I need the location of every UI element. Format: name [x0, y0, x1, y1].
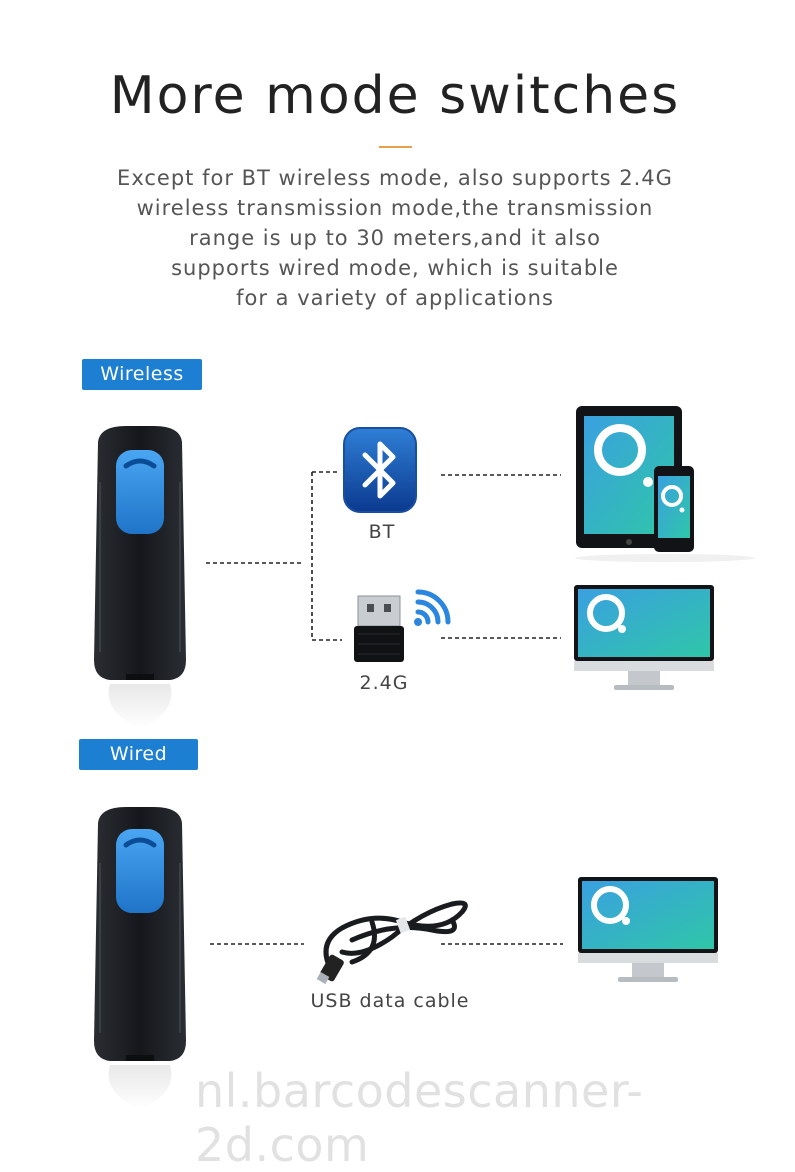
description-line: supports wired mode, which is suitable	[171, 256, 619, 280]
watermark: nl.barcodescanner-2d.com	[195, 1064, 644, 1172]
monitor-wired-image	[578, 877, 718, 982]
wireless-scanner-image	[94, 426, 186, 728]
tablet-phone-image	[575, 406, 755, 562]
monitor-wireless-image	[574, 585, 714, 690]
description-line: for a variety of applications	[236, 286, 554, 310]
description: Except for BT wireless mode, also suppor…	[70, 163, 720, 313]
dongle-label: 2.4G	[359, 672, 409, 694]
wired-badge: Wired	[79, 739, 198, 770]
page-title: More mode switches	[109, 66, 681, 126]
bt-label: BT	[368, 521, 396, 543]
usb-cable-label: USB data cable	[310, 990, 470, 1012]
wifi-icon	[414, 589, 451, 626]
usb-dongle-image	[354, 589, 451, 662]
usb-cable-image	[316, 900, 468, 984]
description-line: wireless transmission mode,the transmiss…	[136, 196, 654, 220]
bluetooth-icon	[343, 427, 417, 513]
description-line: Except for BT wireless mode, also suppor…	[117, 166, 673, 190]
description-line: range is up to 30 meters,and it also	[189, 226, 601, 250]
wired-scanner-image	[94, 807, 186, 1109]
connection-lines	[206, 471, 563, 945]
title-underline	[379, 146, 412, 148]
wireless-badge: Wireless	[82, 359, 202, 390]
